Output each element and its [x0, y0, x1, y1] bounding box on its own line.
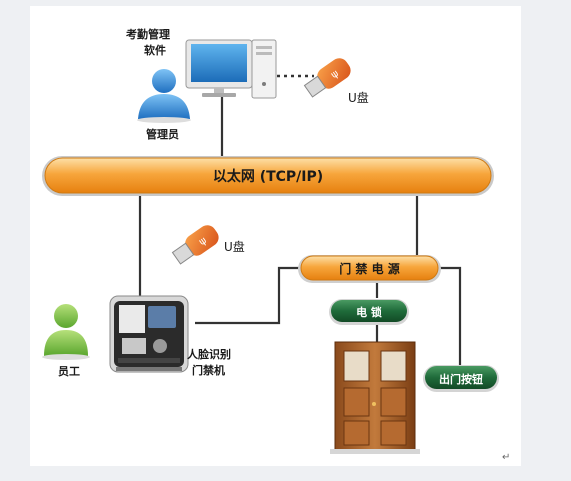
terminal-label-line1: 人脸识别 [187, 348, 231, 361]
admin-software-label-line2: 软件 [144, 44, 166, 57]
power-supply-label: 门 禁 电 源 [339, 262, 400, 276]
electric-lock-pill [329, 299, 409, 325]
exit-button-pill [423, 365, 499, 392]
admin-software-label-line1: 考勤管理 [126, 28, 170, 41]
admin-person-icon [137, 69, 191, 123]
usb-top-label: U盘 [348, 91, 369, 105]
ethernet-label: 以太网 (TCP/IP) [212, 169, 324, 185]
diagram-canvas: ψ ψ 考勤管理 软件 管理员 [30, 6, 521, 466]
employee-person-icon [42, 304, 90, 360]
exit-button-label: 出门按钮 [439, 373, 483, 386]
usb-drive-icon: ψ [303, 58, 351, 98]
diagram-graphics: ψ ψ [42, 39, 499, 454]
usb-mid-label: U盘 [224, 240, 245, 254]
employee-label: 员工 [58, 365, 80, 378]
ethernet-bar [42, 156, 494, 196]
face-recognition-terminal-icon [109, 295, 189, 373]
admin-role-label: 管理员 [146, 128, 179, 141]
door-icon [330, 341, 420, 454]
power-supply-pill [298, 255, 441, 283]
electric-lock-label: 电 锁 [356, 306, 382, 319]
computer-icon [185, 39, 277, 99]
footer-mark: ↵ [502, 452, 511, 463]
usb-drive-icon: ψ [171, 225, 219, 265]
terminal-label-line2: 门禁机 [192, 364, 225, 377]
